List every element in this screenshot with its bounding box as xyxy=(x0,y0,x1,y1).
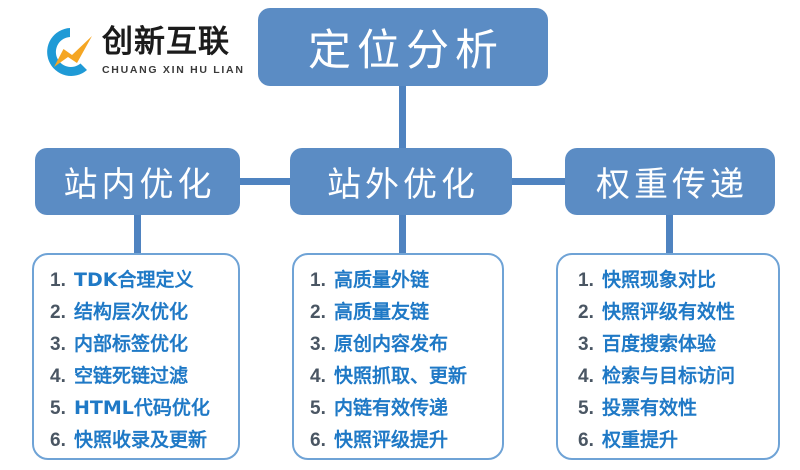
list-item-label: 内部标签优化 xyxy=(74,333,189,355)
list-item-number: 5. xyxy=(578,398,594,419)
list-item-number: 5. xyxy=(310,398,326,419)
list-item-number: 6. xyxy=(50,430,66,451)
brand-logo: 创新互联 CHUANG XIN HU LIAN xyxy=(42,22,243,84)
list-item-label: 权重提升 xyxy=(602,429,679,451)
connector-left-branch-to-list xyxy=(134,213,141,255)
list-item: 3. 原创内容发布 xyxy=(294,329,502,356)
list-item-label: 快照抓取、更新 xyxy=(334,365,468,387)
connector-center-to-right xyxy=(510,178,567,185)
list-item: 2. 结构层次优化 xyxy=(34,297,238,324)
list-item-label: 内链有效传递 xyxy=(334,397,449,419)
list-item-number: 2. xyxy=(50,302,66,323)
list-item-label: 投票有效性 xyxy=(602,397,698,419)
list-item: 4. 快照抓取、更新 xyxy=(294,361,502,388)
list-item: 6. 快照收录及更新 xyxy=(34,425,238,452)
connector-root-to-center xyxy=(399,84,406,150)
node-root-positioning-analysis[interactable]: 定位分析 xyxy=(258,8,548,86)
list-item-number: 3. xyxy=(578,334,594,355)
list-item-label: 百度搜索体验 xyxy=(602,333,717,355)
list-item: 4. 空链死链过滤 xyxy=(34,361,238,388)
list-item-label: 空链死链过滤 xyxy=(74,365,189,387)
list-item-label: 检索与目标访问 xyxy=(602,365,736,387)
list-item-label: 快照评级有效性 xyxy=(602,301,736,323)
list-item: 5. 内链有效传递 xyxy=(294,393,502,420)
logo-pinyin: CHUANG XIN HU LIAN xyxy=(102,64,245,76)
list-item-number: 2. xyxy=(578,302,594,323)
list-item-label: 快照收录及更新 xyxy=(74,429,208,451)
list-item-label: 结构层次优化 xyxy=(74,301,189,323)
list-item: 2. 快照评级有效性 xyxy=(558,297,778,324)
node-branch-onsite-optimization[interactable]: 站内优化 xyxy=(35,148,240,215)
list-item-label: 快照评级提升 xyxy=(334,429,449,451)
list-item-number: 6. xyxy=(310,430,326,451)
list-item: 4. 检索与目标访问 xyxy=(558,361,778,388)
list-item: 3. 内部标签优化 xyxy=(34,329,238,356)
cx-circle-swoosh-logo-icon xyxy=(42,24,98,80)
logo-text: 创新互联 CHUANG XIN HU LIAN xyxy=(102,22,247,82)
list-item: 2. 高质量友链 xyxy=(294,297,502,324)
list-item-label: 原创内容发布 xyxy=(334,333,449,355)
list-panel-offsite: 1. 高质量外链 2. 高质量友链 3. 原创内容发布 4. 快照抓取、更新 5… xyxy=(292,253,504,460)
list-item: 3. 百度搜索体验 xyxy=(558,329,778,356)
list-item-number: 2. xyxy=(310,302,326,323)
list-item-number: 1. xyxy=(50,270,66,291)
list-item-label: 高质量外链 xyxy=(334,269,430,291)
list-item: 6. 权重提升 xyxy=(558,425,778,452)
list-panel-weight-transfer: 1. 快照现象对比 2. 快照评级有效性 3. 百度搜索体验 4. 检索与目标访… xyxy=(556,253,780,460)
list-item: 6. 快照评级提升 xyxy=(294,425,502,452)
connector-center-to-left xyxy=(238,178,292,185)
logo-chinese-name: 创新互联 xyxy=(102,24,230,60)
list-item-label: HTML代码优化 xyxy=(74,397,210,419)
list-item-label: TDK合理定义 xyxy=(74,269,194,291)
list-item-number: 6. xyxy=(578,430,594,451)
node-branch-offsite-optimization[interactable]: 站外优化 xyxy=(290,148,512,215)
list-item-number: 5. xyxy=(50,398,66,419)
node-branch-weight-transfer[interactable]: 权重传递 xyxy=(565,148,775,215)
connector-center-branch-to-list xyxy=(399,213,406,255)
list-item-label: 高质量友链 xyxy=(334,301,430,323)
list-item: 1. TDK合理定义 xyxy=(34,265,238,292)
list-item: 5. HTML代码优化 xyxy=(34,393,238,420)
list-item-number: 1. xyxy=(578,270,594,291)
list-item-number: 4. xyxy=(310,366,326,387)
list-item: 5. 投票有效性 xyxy=(558,393,778,420)
list-panel-onsite: 1. TDK合理定义 2. 结构层次优化 3. 内部标签优化 4. 空链死链过滤… xyxy=(32,253,240,460)
list-item-number: 3. xyxy=(50,334,66,355)
list-item: 1. 高质量外链 xyxy=(294,265,502,292)
list-item-number: 3. xyxy=(310,334,326,355)
list-item-number: 4. xyxy=(578,366,594,387)
connector-right-branch-to-list xyxy=(666,213,673,255)
list-item: 1. 快照现象对比 xyxy=(558,265,778,292)
list-item-number: 1. xyxy=(310,270,326,291)
list-item-label: 快照现象对比 xyxy=(602,269,717,291)
list-item-number: 4. xyxy=(50,366,66,387)
